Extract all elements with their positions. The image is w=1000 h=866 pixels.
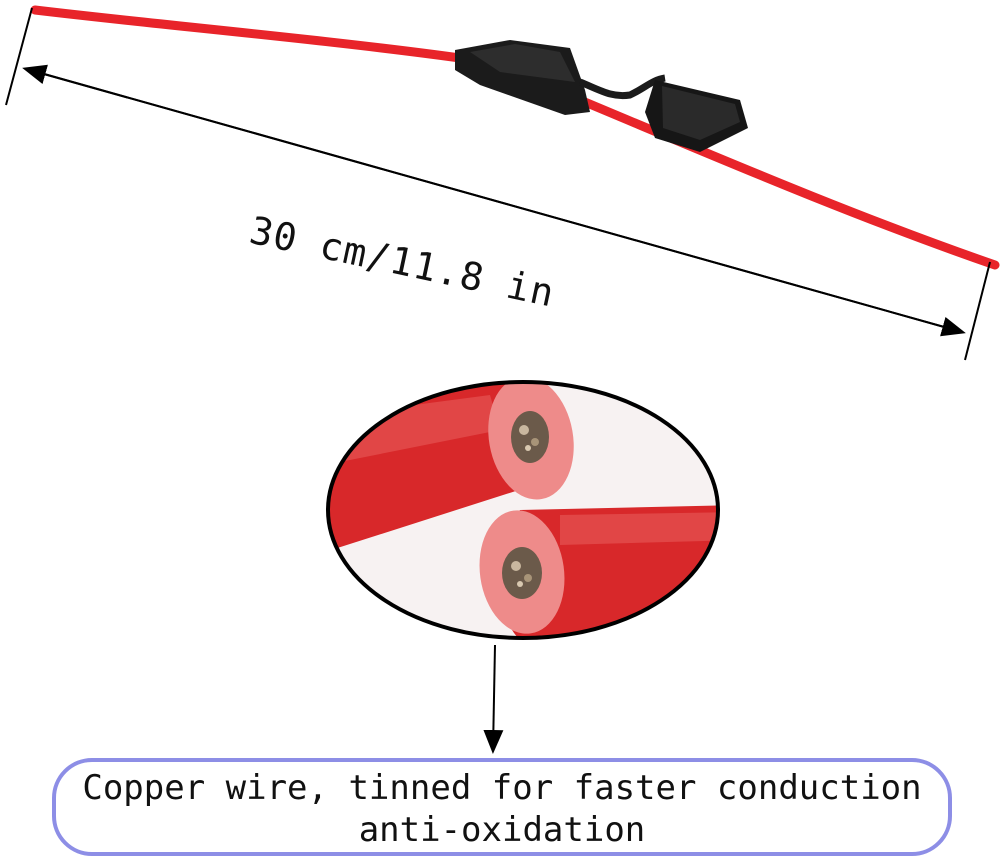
fuse-holder (455, 40, 666, 115)
dimension-tick-right (964, 261, 991, 361)
dimension-indicator (5, 7, 991, 361)
dimension-arrow-left (22, 64, 963, 333)
caption-line-2: anti-oxidation (358, 810, 646, 850)
caption-pointer-arrow (483, 644, 504, 754)
closeup-border (326, 380, 720, 640)
caption-box: Copper wire, tinned for faster conductio… (52, 758, 952, 856)
cable-closeup (326, 380, 720, 640)
caption-line-1: Copper wire, tinned for faster conductio… (82, 768, 922, 808)
fuse-cap (645, 80, 748, 152)
dimension-tick-left (5, 7, 33, 106)
fuse-wire (30, 5, 1000, 270)
